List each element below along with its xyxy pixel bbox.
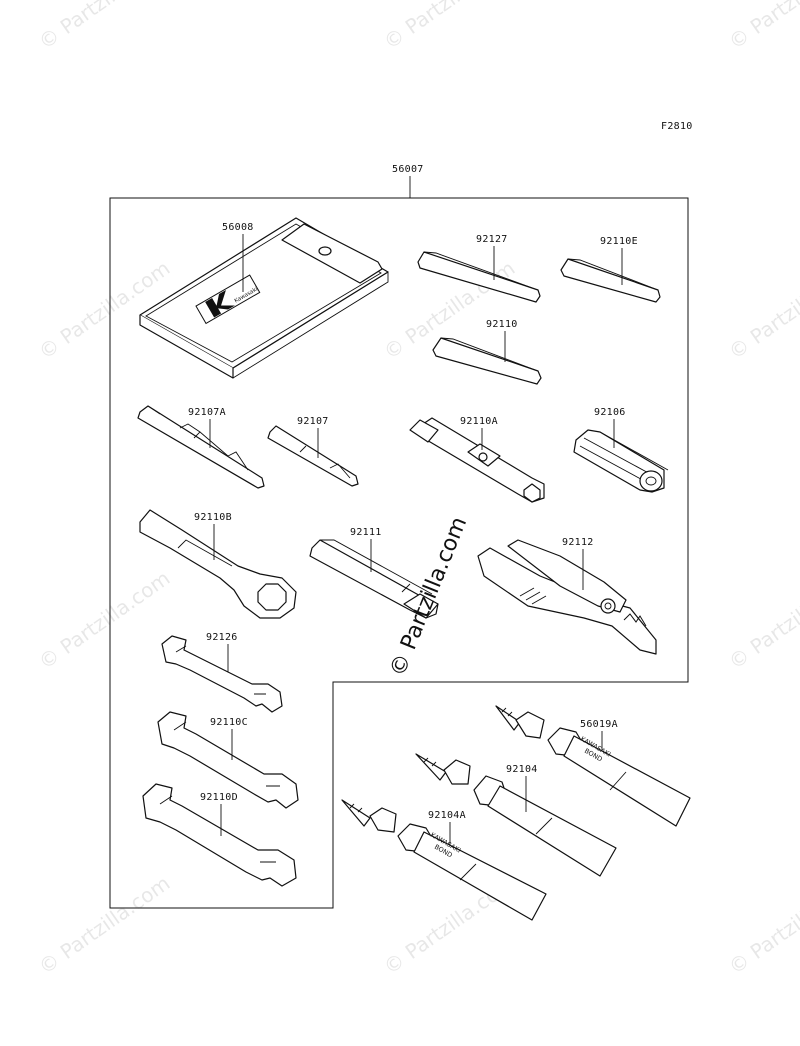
watermark: © Partzilla.com bbox=[34, 0, 174, 54]
part-label-92110B: 92110B bbox=[194, 512, 232, 523]
watermark: © Partzilla.com bbox=[34, 566, 174, 674]
hex-wrench-92110 bbox=[432, 337, 542, 385]
part-label-92127: 92127 bbox=[476, 234, 508, 245]
open-wrench-92126 bbox=[161, 635, 283, 713]
figure-code: F2810 bbox=[661, 121, 693, 132]
handle-grip-92106 bbox=[573, 429, 669, 493]
open-wrench-92110D bbox=[142, 783, 297, 887]
part-label-92110A: 92110A bbox=[460, 416, 498, 427]
part-label-92126: 92126 bbox=[206, 632, 238, 643]
watermark: © Partzilla.com bbox=[724, 566, 800, 674]
part-label-92106: 92106 bbox=[594, 407, 626, 418]
watermark: © Partzilla.com bbox=[34, 871, 174, 979]
watermark: © Partzilla.com bbox=[724, 0, 800, 54]
kit-boundary bbox=[109, 197, 689, 909]
part-label-92111: 92111 bbox=[350, 527, 382, 538]
driver-bit-92107 bbox=[267, 425, 359, 487]
part-label-92110: 92110 bbox=[486, 319, 518, 330]
watermark: © Partzilla.com bbox=[724, 871, 800, 979]
part-label-92112: 92112 bbox=[562, 537, 594, 548]
ring-wrench-92110B bbox=[139, 509, 297, 619]
pliers-92112 bbox=[477, 539, 657, 655]
tool-pouch: Kawasaki bbox=[139, 217, 389, 379]
watermark: © Partzilla.com bbox=[724, 256, 800, 364]
bond-tube-92104 bbox=[415, 753, 617, 877]
part-label-92110D: 92110D bbox=[200, 792, 238, 803]
hex-wrench-92127 bbox=[417, 251, 541, 303]
socket-wrench-92110A bbox=[409, 417, 545, 503]
part-label-92104: 92104 bbox=[506, 764, 538, 775]
part-label-56008: 56008 bbox=[222, 222, 254, 233]
part-label-92110E: 92110E bbox=[600, 236, 638, 247]
part-label-92107: 92107 bbox=[297, 416, 329, 427]
part-label-92104A: 92104A bbox=[428, 810, 466, 821]
part-label-56019A: 56019A bbox=[580, 719, 618, 730]
bond-tube-56019A: KAWASAKI BOND bbox=[495, 705, 691, 827]
open-wrench-92110C bbox=[157, 711, 299, 809]
hex-wrench-92110E bbox=[560, 258, 661, 303]
part-label-92107A: 92107A bbox=[188, 407, 226, 418]
extension-bar-92111 bbox=[309, 539, 439, 619]
driver-bit-92107A bbox=[137, 405, 265, 489]
bond-tube-92104A: KAWASAKI BOND bbox=[341, 799, 547, 921]
watermark: © Partzilla.com bbox=[379, 0, 519, 54]
part-label-56007: 56007 bbox=[392, 164, 424, 175]
part-label-92110C: 92110C bbox=[210, 717, 248, 728]
